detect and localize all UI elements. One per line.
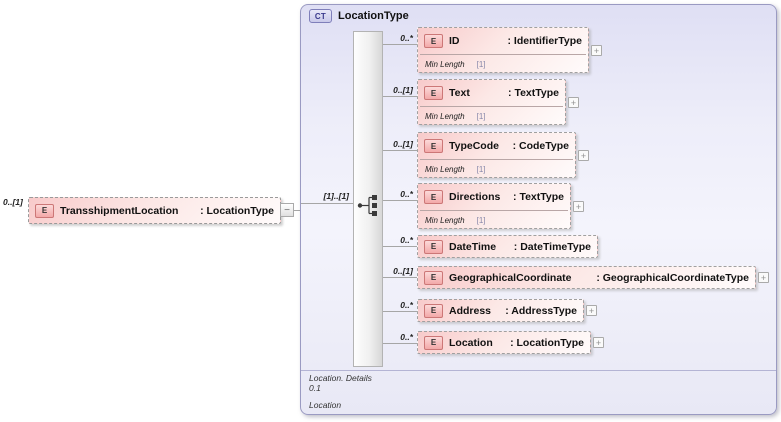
element-type: : CodeType <box>512 140 569 152</box>
sequence-multiplicity: [1]..[1] <box>323 191 350 201</box>
element-type: : LocationType <box>510 336 584 349</box>
sequence-icon[interactable] <box>356 194 381 217</box>
element-icon: E <box>424 335 443 350</box>
element-icon: E <box>424 86 443 100</box>
child-multiplicity: 0..[1] <box>393 266 413 276</box>
collapse-icon[interactable]: − <box>280 203 294 217</box>
element-icon: E <box>35 203 54 218</box>
element-type: : IdentifierType <box>507 35 582 47</box>
element-type: : LocationType <box>200 204 274 217</box>
element-box-transshipmentlocation[interactable]: E TransshipmentLocation : LocationType <box>28 197 281 224</box>
footer-divider <box>301 370 776 371</box>
element-type: : TextType <box>513 191 564 203</box>
child-element-geographicalcoordinate[interactable]: E GeographicalCoordinate : GeographicalC… <box>417 266 756 289</box>
child-element-text[interactable]: E Text : TextType Min Length [1] <box>417 79 566 125</box>
expand-icon[interactable]: + <box>758 272 769 283</box>
element-icon: E <box>424 190 443 204</box>
facet-name: Min Length <box>425 59 465 69</box>
footer-annotation-details: Location. Details <box>309 373 372 383</box>
child-multiplicity: 0..* <box>400 189 413 199</box>
element-type: : GeographicalCoordinateType <box>596 271 749 284</box>
child-multiplicity: 0..* <box>400 332 413 342</box>
panel-title: LocationType <box>338 10 409 22</box>
element-icon: E <box>424 303 443 318</box>
connector-line <box>383 343 417 344</box>
element-name: Directions <box>449 191 501 203</box>
expand-icon[interactable]: + <box>586 305 597 316</box>
connector-line <box>301 203 358 204</box>
element-name: TypeCode <box>449 140 499 152</box>
element-type: : DateTimeType <box>513 240 591 253</box>
connector-line <box>383 96 417 97</box>
element-name: TransshipmentLocation <box>60 204 179 217</box>
facet-value: [1] <box>476 59 486 69</box>
expand-icon[interactable]: + <box>591 45 602 56</box>
child-multiplicity: 0..* <box>400 33 413 43</box>
facet-name: Min Length <box>425 111 465 121</box>
connector-line <box>383 311 417 312</box>
element-icon: E <box>424 270 443 285</box>
facet-value: [1] <box>476 164 486 174</box>
child-element-directions[interactable]: E Directions : TextType Min Length [1] <box>417 183 571 229</box>
element-icon: E <box>424 34 443 48</box>
connector-line <box>383 246 417 247</box>
facet-name: Min Length <box>425 164 465 174</box>
connector-line <box>383 277 417 278</box>
element-name: Text <box>449 87 470 99</box>
child-multiplicity: 0..* <box>400 235 413 245</box>
child-element-location[interactable]: E Location : LocationType <box>417 331 591 354</box>
sequence-bar <box>353 31 383 367</box>
footer-annotation-name: Location <box>309 400 342 410</box>
element-icon: E <box>424 239 443 254</box>
element-name: Location <box>449 336 493 349</box>
element-icon: E <box>424 139 443 153</box>
child-multiplicity: 0..* <box>400 300 413 310</box>
child-element-id[interactable]: E ID : IdentifierType Min Length [1] <box>417 27 589 73</box>
element-type: : TextType <box>508 87 559 99</box>
child-multiplicity: 0..[1] <box>393 139 413 149</box>
child-element-datetime[interactable]: E DateTime : DateTimeType <box>417 235 598 258</box>
facet-name: Min Length <box>425 215 465 225</box>
element-type: : AddressType <box>505 304 577 317</box>
connector-line <box>383 200 417 201</box>
connector-line <box>294 210 300 211</box>
expand-icon[interactable]: + <box>568 97 579 108</box>
connector-line <box>383 44 417 45</box>
complextype-icon: CT <box>309 9 332 23</box>
child-element-address[interactable]: E Address : AddressType <box>417 299 584 322</box>
facet-value: [1] <box>476 111 486 121</box>
child-element-typecode[interactable]: E TypeCode : CodeType Min Length [1] <box>417 132 576 178</box>
element-name: DateTime <box>449 240 497 253</box>
complextype-panel-locationtype: CT LocationType [1]..[1] 0..* E ID : Ide… <box>300 4 777 415</box>
source-multiplicity: 0..[1] <box>3 197 23 207</box>
expand-icon[interactable]: + <box>573 201 584 212</box>
footer-annotation-version: 0.1 <box>309 383 321 393</box>
element-name: ID <box>449 35 460 47</box>
facet-value: [1] <box>476 215 486 225</box>
connector-line <box>383 150 417 151</box>
expand-icon[interactable]: + <box>578 150 589 161</box>
expand-icon[interactable]: + <box>593 337 604 348</box>
element-name: GeographicalCoordinate <box>449 271 572 284</box>
element-name: Address <box>449 304 492 317</box>
child-multiplicity: 0..[1] <box>393 85 413 95</box>
